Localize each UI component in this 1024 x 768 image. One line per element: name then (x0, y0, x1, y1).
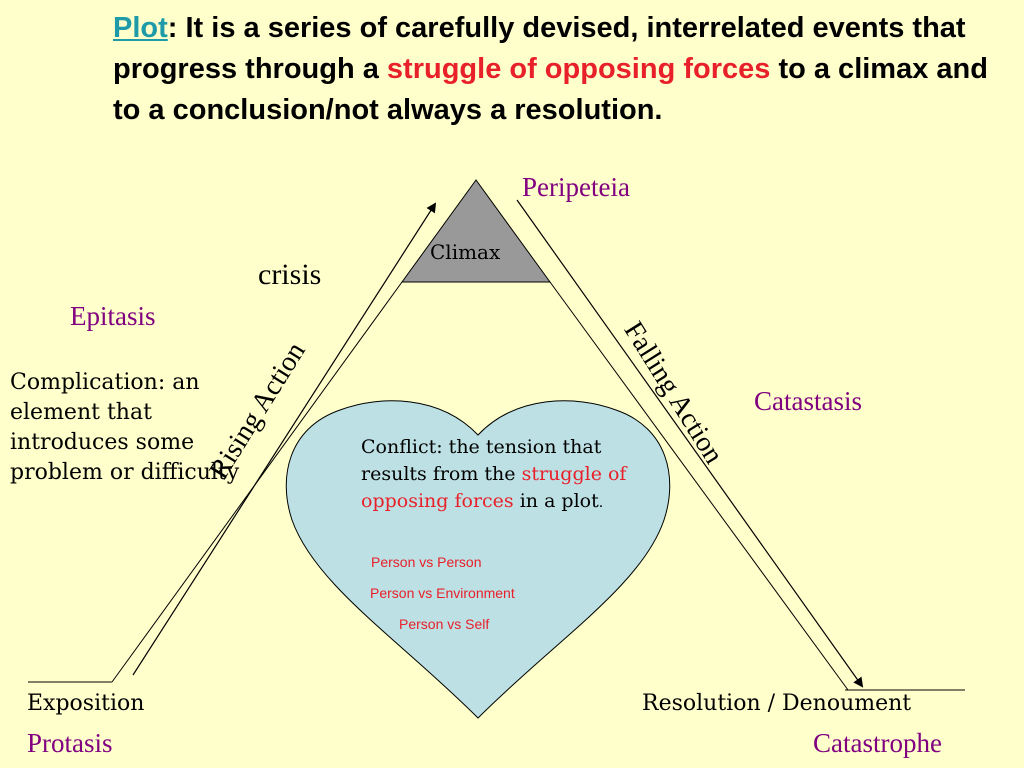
conflict-period: . (598, 495, 604, 511)
falling-action-arrow (516, 199, 864, 688)
conflict-type-person-vs-person: Person vs Person (371, 554, 482, 570)
conflict-type-person-vs-self: Person vs Self (399, 616, 490, 632)
protasis-label: Protasis (27, 728, 113, 758)
conflict-heart (285, 400, 671, 719)
catastasis-label: Catastasis (754, 386, 862, 416)
conflict-text-2: in a plot (513, 490, 599, 512)
falling-line (549, 281, 849, 691)
catastrophe-label: Catastrophe (813, 728, 942, 758)
plot-term: Plot (113, 12, 168, 44)
conflict-definition: Conflict: the tension that results from … (361, 434, 631, 517)
epitasis-label: Epitasis (70, 301, 156, 331)
climax-triangle (401, 179, 551, 283)
resolution-label: Resolution / Denoument (642, 691, 912, 716)
rising-action-arrow (132, 202, 437, 676)
definition-highlight: struggle of opposing forces (386, 53, 771, 85)
conflict-type-person-vs-environment: Person vs Environment (370, 585, 515, 601)
peripeteia-label: Peripeteia (522, 172, 630, 202)
complication-text: : an element that introduces some proble… (10, 370, 240, 485)
definition-text-1: : It is a series of carefully devised, i… (113, 12, 966, 85)
plot-definition: Plot: It is a series of carefully devise… (113, 8, 993, 131)
exposition-label: Exposition (27, 691, 145, 716)
conflict-highlight: struggle of opposing forces (361, 463, 627, 512)
climax-label: Climax (430, 240, 501, 264)
complication-definition: Complication: an element that introduces… (10, 368, 255, 488)
complication-term: Complication (10, 370, 158, 395)
definition-text-2: to a climax and to a conclusion/not alwa… (113, 53, 988, 126)
crisis-label: crisis (258, 258, 322, 291)
conflict-text-1: Conflict: the tension that results from … (361, 436, 602, 485)
